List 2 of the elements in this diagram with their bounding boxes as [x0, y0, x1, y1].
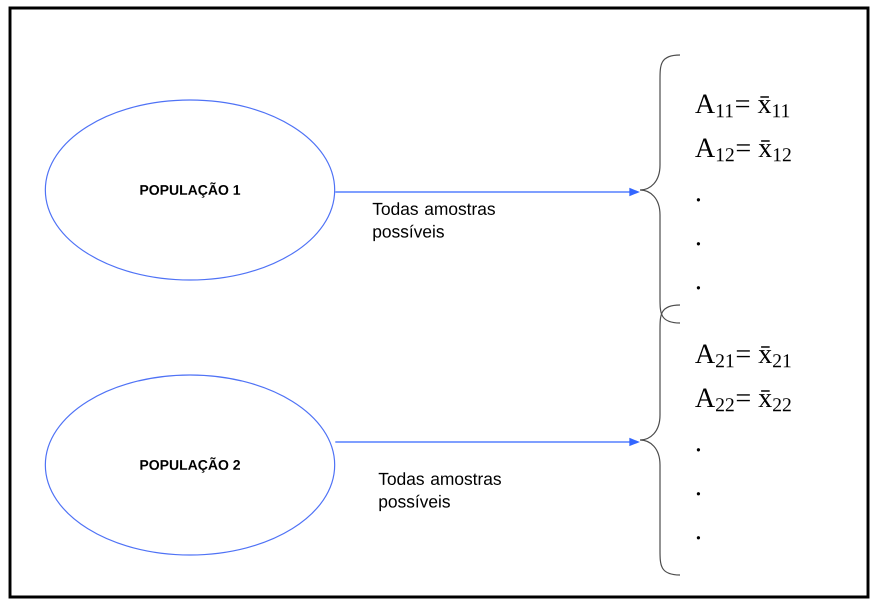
- edge-label: Todas amostras possíveis: [372, 202, 495, 242]
- edge-label: Todas amostras possíveis: [378, 472, 501, 512]
